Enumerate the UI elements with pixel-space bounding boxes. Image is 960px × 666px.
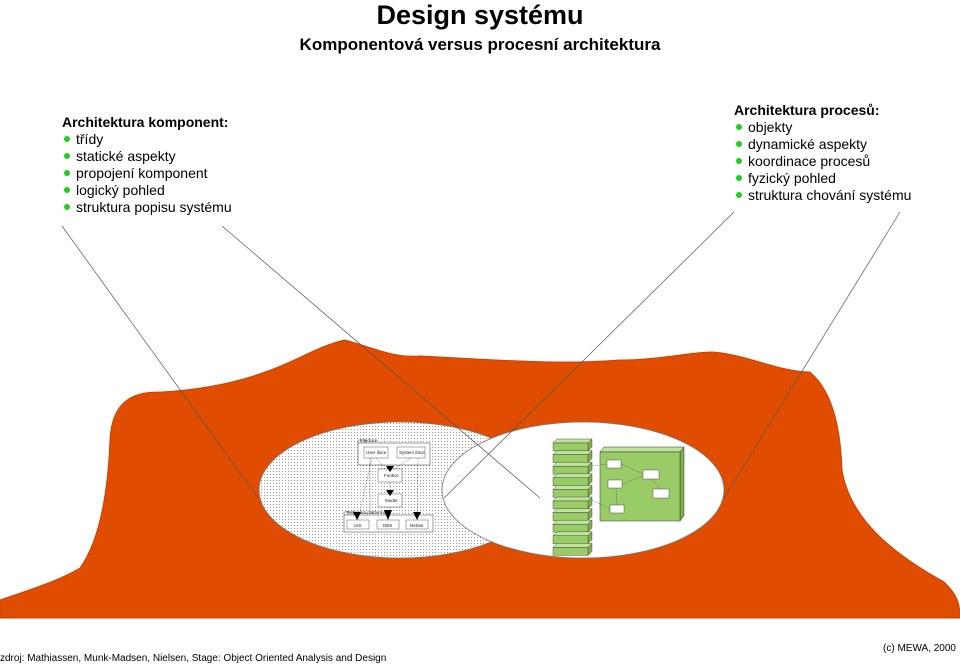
process-diagram bbox=[552, 438, 685, 556]
bullet-icon bbox=[736, 141, 742, 147]
connector-line bbox=[723, 211, 901, 499]
source-citation: zdroj: Mathiassen, Munk-Madsen, Nielsen,… bbox=[0, 653, 387, 664]
process-node-top bbox=[552, 450, 593, 455]
process-architecture-list: objekty dynamické aspekty koordinace pro… bbox=[734, 119, 911, 204]
page-subtitle: Komponentová versus procesní architektur… bbox=[299, 35, 661, 54]
process-node-top bbox=[552, 531, 593, 536]
process-node-top bbox=[552, 473, 593, 478]
interface-label: Interface bbox=[360, 438, 378, 443]
bullet-icon bbox=[64, 153, 70, 159]
process-node bbox=[552, 547, 589, 556]
process-architecture-heading: Architektura procesů: bbox=[734, 102, 880, 118]
list-item: logický pohled bbox=[62, 182, 232, 199]
component-uml: Interface User iface System iface Funkce… bbox=[343, 438, 434, 533]
connector-line bbox=[443, 211, 735, 499]
list-item: koordinace procesů bbox=[734, 153, 911, 170]
dbs-label: DBS bbox=[383, 523, 392, 528]
component-architecture-block: Architektura komponent: třídy statické a… bbox=[62, 114, 232, 216]
list-item: propojení komponent bbox=[62, 165, 232, 182]
platform-label: Technická platforma bbox=[346, 510, 387, 515]
process-node bbox=[552, 477, 589, 486]
process-node bbox=[552, 524, 589, 533]
netsw-label: NetSw bbox=[410, 523, 424, 528]
bullet-icon bbox=[736, 158, 742, 164]
component-architecture-list: třídy statické aspekty propojení kompone… bbox=[62, 131, 232, 216]
process-node-top bbox=[552, 543, 593, 548]
function-label: Funkce bbox=[384, 473, 399, 478]
list-item: fyzický pohled bbox=[734, 170, 911, 187]
process-architecture-block: Architektura procesů: objekty dynamické … bbox=[734, 102, 911, 204]
list-item: struktura popisu systému bbox=[62, 199, 232, 216]
process-node bbox=[552, 535, 589, 544]
process-node-top bbox=[552, 520, 593, 525]
page-title: Design systému bbox=[376, 0, 584, 30]
bullet-icon bbox=[64, 187, 70, 193]
list-item: statické aspekty bbox=[62, 148, 232, 165]
bullet-icon bbox=[64, 136, 70, 142]
process-node-top bbox=[552, 462, 593, 467]
process-node-top bbox=[552, 485, 593, 490]
process-node-top bbox=[552, 508, 593, 513]
bullet-icon bbox=[736, 192, 742, 198]
bullet-icon bbox=[64, 204, 70, 210]
process-node bbox=[552, 454, 589, 463]
process-node-top bbox=[552, 438, 593, 444]
connector-line bbox=[61, 225, 259, 499]
connector-line bbox=[221, 225, 541, 499]
system-iface-label: System iface bbox=[399, 450, 425, 455]
process-node bbox=[552, 512, 589, 521]
bullet-icon bbox=[736, 124, 742, 130]
process-node bbox=[552, 442, 589, 452]
model-label: Model bbox=[385, 498, 397, 503]
component-architecture-heading: Architektura komponent: bbox=[62, 114, 229, 130]
list-item: třídy bbox=[62, 131, 232, 148]
process-node bbox=[552, 489, 589, 498]
process-node bbox=[552, 500, 589, 510]
copyright-notice: (c) MEWA, 2000 bbox=[883, 643, 956, 654]
list-item: objekty bbox=[734, 119, 911, 136]
process-node-top bbox=[552, 496, 593, 502]
bullet-icon bbox=[736, 175, 742, 181]
bullet-icon bbox=[64, 170, 70, 176]
user-iface-label: User iface bbox=[366, 450, 387, 455]
uis-label: UIS bbox=[354, 523, 362, 528]
list-item: struktura chování systému bbox=[734, 187, 911, 204]
process-node bbox=[552, 466, 589, 475]
list-item: dynamické aspekty bbox=[734, 136, 911, 153]
